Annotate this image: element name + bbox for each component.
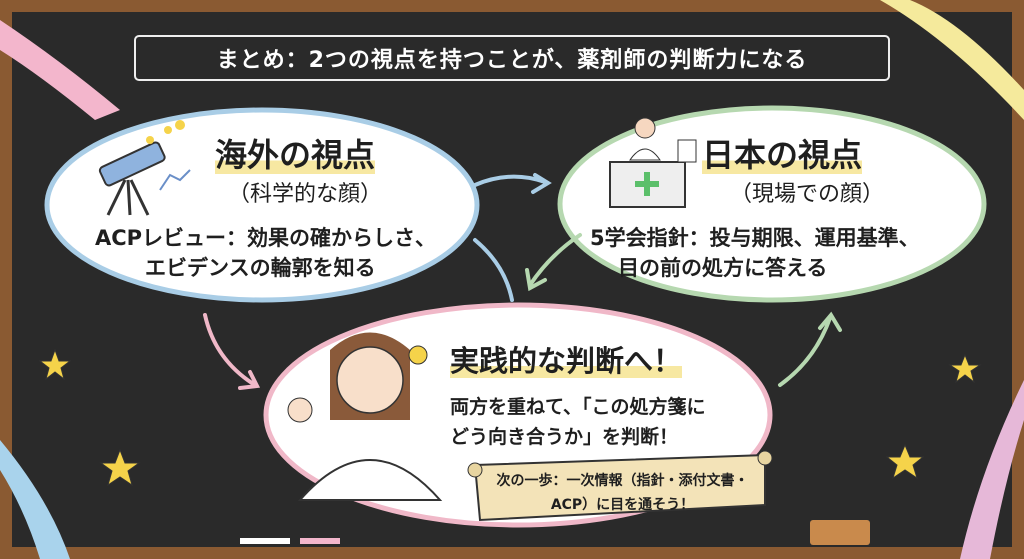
arrow-japan-to-overseas <box>528 233 582 287</box>
arrow-overseas-to-japan <box>473 174 547 187</box>
japan-line-1: 5学会指針：投与期限、運用基準、 <box>590 226 920 250</box>
scroll-banner <box>473 453 766 522</box>
star-icon <box>38 348 72 381</box>
ribbon-top-left <box>0 20 120 120</box>
japan-bubble <box>557 105 987 303</box>
next-step-line-2: ACP）に目を通そう！ <box>550 497 695 513</box>
ribbon-bottom-right <box>960 380 1024 559</box>
arrow-overseas-to-practice <box>203 313 257 387</box>
japan-line-2: 目の前の処方に答える <box>618 256 828 280</box>
next-step-line-1: 次の一歩：一次情報（指針・添付文書・ <box>496 473 749 489</box>
practice-line-1: 両方を重ねて、「この処方箋に <box>450 396 706 418</box>
ribbon-top-right <box>880 0 1024 120</box>
practice-heading: 実践的な判断へ！ <box>450 344 683 378</box>
telescope-icon <box>98 120 191 216</box>
ribbon-bottom-left <box>0 440 70 559</box>
chalk <box>240 538 290 544</box>
pharmacist-counter-icon <box>609 117 697 208</box>
eraser <box>810 520 870 545</box>
star-icon <box>99 448 141 487</box>
japan-heading: 日本の視点 <box>702 136 863 174</box>
star-icon <box>948 353 982 384</box>
page-title: まとめ：2つの視点を持つことが、薬剤師の判断力になる <box>216 48 808 73</box>
arrow-practice-to-japan <box>778 316 832 387</box>
overseas-heading: 海外の視点 <box>215 136 376 174</box>
pharmacist-lightbulb-icon <box>287 332 443 501</box>
star-icon <box>885 443 925 480</box>
practice-line-2: どう向き合うか」を判断！ <box>450 426 679 448</box>
title-box <box>134 35 890 81</box>
chalk <box>300 538 340 544</box>
japan-subheading: （現場での顔） <box>730 182 885 207</box>
overseas-line-1: ACPレビュー：効果の確からしさ、 <box>95 226 437 250</box>
overseas-subheading: （科学的な顔） <box>228 182 383 207</box>
overseas-line-2: エビデンスの輪郭を知る <box>145 256 376 280</box>
